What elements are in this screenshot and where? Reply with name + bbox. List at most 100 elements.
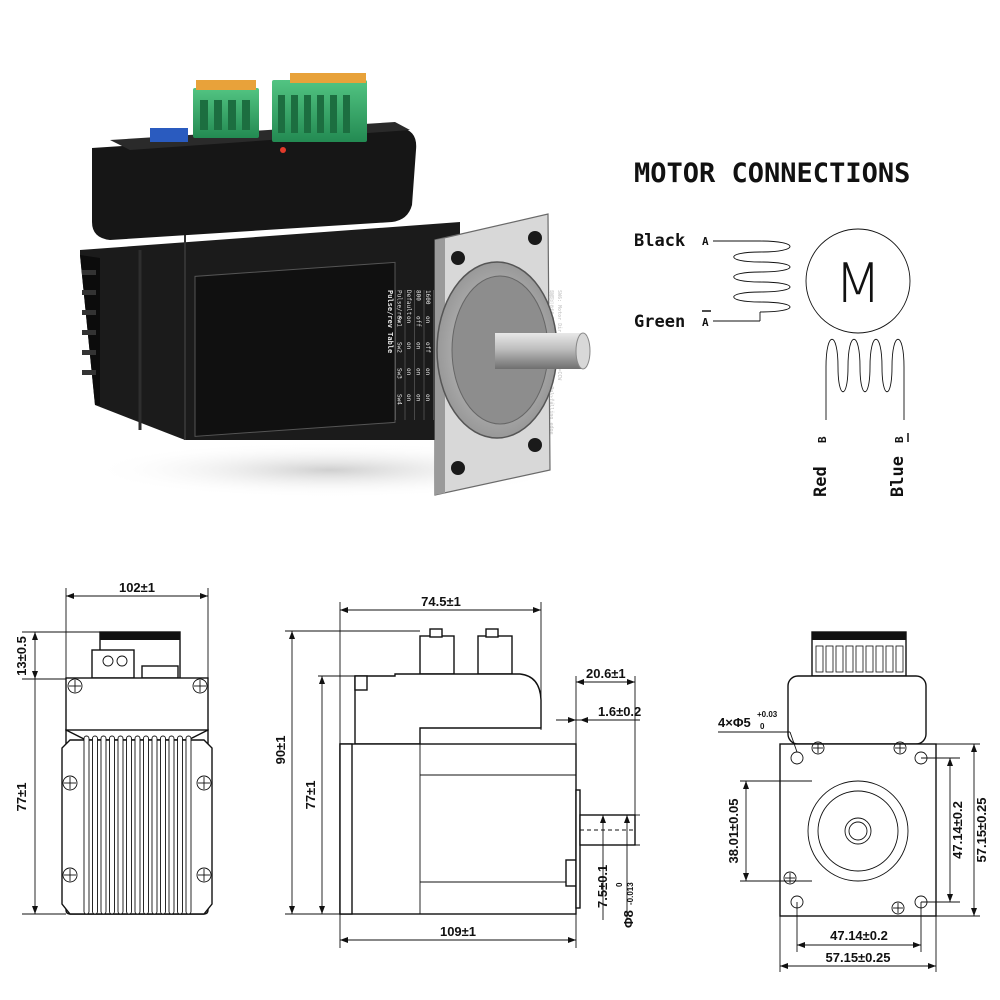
dim-mount-holes-tol-lower: 0 [760, 722, 765, 731]
dim-body-length: 77±1 [14, 783, 29, 812]
pulse-table-cell: on [424, 394, 431, 402]
connector-pin [865, 645, 874, 673]
motor-connections-diagram: MOTOR CONNECTIONS Black A Green A M Red … [634, 158, 911, 497]
dip-switch [150, 128, 188, 142]
terminal-a-bar: A [702, 316, 709, 329]
pulse-table-cell: off [548, 394, 555, 405]
pulse-table-cell: on [415, 342, 422, 350]
fin [117, 735, 124, 915]
pulse-table-cell: on [405, 316, 412, 324]
connector-pin [895, 645, 904, 673]
pulse-table-cell: 40000 [548, 290, 555, 308]
pulse-table-cell: on [424, 368, 431, 376]
fin [143, 735, 149, 915]
pulse-table-cell: off [424, 342, 431, 353]
fin [92, 735, 98, 915]
dim-hole-spacing-h: 47.14±0.2 [830, 928, 888, 943]
connections-title: MOTOR CONNECTIONS [634, 158, 910, 189]
dim-connector-height: 13±0.5 [14, 636, 29, 676]
connector-pin [875, 645, 884, 673]
phase-a-coil [713, 240, 791, 322]
dim-flat-depth: 7.5±0.1 [595, 865, 610, 908]
pulse-table-cell: 1600 [424, 290, 431, 305]
motor-symbol-letter: M [835, 252, 882, 315]
pulse-table-plate [194, 261, 396, 437]
pulse-table-header: Pulse/rev [396, 290, 403, 323]
pulse-table-cell: on [405, 394, 412, 402]
dim-body-height: 77±1 [303, 781, 318, 810]
driver-cover [92, 128, 417, 240]
fin [168, 735, 175, 915]
connector-pin [825, 645, 834, 673]
dim-total-height: 90±1 [273, 736, 288, 765]
fin [185, 735, 192, 915]
terminal-a: A [702, 235, 709, 248]
wire-label-red: Red [811, 466, 831, 497]
pulse-table-cell: on [415, 394, 422, 402]
pulse-table-cell: Default [405, 290, 412, 316]
dim-mount-holes-tol-upper: +0.03 [757, 710, 778, 719]
motor-symbol-circle [805, 228, 911, 334]
connector-pin [885, 645, 894, 673]
fin [83, 735, 90, 915]
wire-label-black: Black [634, 231, 685, 251]
pulse-table-cell: on [405, 342, 412, 350]
terminal-b-bar: B [893, 436, 906, 443]
fin [100, 735, 107, 915]
pulse-table-header: Sw3 [396, 368, 403, 379]
dim-flange-v: 57.15±0.25 [974, 798, 989, 863]
fin [177, 735, 183, 915]
front-view-drawing: 4×Φ5 +0.03 0 38.01±0.05 47.14±0.2 57.15±… [718, 631, 989, 972]
side-view-drawing: 74.5±1 90±1 77±1 [273, 594, 641, 948]
fin [134, 735, 141, 915]
connector-pin [845, 645, 854, 673]
dim-pilot-dia: 38.01±0.05 [726, 799, 741, 864]
connector-pin [855, 645, 864, 673]
pulse-table-cell: on [405, 368, 412, 376]
top-view-fins [83, 735, 192, 915]
phase-b-coil [825, 338, 905, 420]
flange-hole [528, 438, 542, 452]
dim-flange-h: 57.15±0.25 [826, 950, 891, 965]
dim-shaft-dia: Φ8 [621, 910, 636, 928]
pulse-table-header: Sw4 [396, 394, 403, 405]
motor-product-illustration: Pulse/rev Table SW5: off=Pul-ok-rising e… [80, 73, 591, 498]
pulse-table-title: Pulse/rev Table [386, 290, 394, 353]
dim-hole-spacing-v: 47.14±0.2 [950, 801, 965, 859]
top-view-drawing: 102±1 13±0.5 77±1 [14, 580, 213, 915]
dim-shaft-length: 20.6±1 [586, 666, 626, 681]
status-led [280, 147, 286, 153]
dim-top-length: 74.5±1 [421, 594, 461, 609]
connector-pin [835, 645, 844, 673]
terminal-connector-right [272, 73, 367, 142]
fin [151, 735, 158, 915]
cooling-fins [82, 270, 96, 375]
terminal-connector-left [193, 80, 259, 138]
dim-shaft-tol-lower: -0.013 [626, 882, 635, 905]
motor-shaft [495, 333, 583, 369]
flange-hole [451, 461, 465, 475]
dim-width: 102±1 [119, 580, 155, 595]
dim-shaft-tol-upper: 0 [615, 882, 624, 887]
pulse-table-cell: off [415, 316, 422, 327]
dim-mount-holes: 4×Φ5 [718, 715, 751, 730]
fin [109, 735, 115, 915]
pulse-table-cell: on [415, 368, 422, 376]
pulse-table-cell: on [424, 316, 431, 324]
pulse-table-header: Sw1 [396, 316, 403, 327]
fin [160, 735, 166, 915]
dim-total-length: 109±1 [440, 924, 476, 939]
front-view-pins [815, 645, 904, 673]
pulse-table-header: Sw2 [396, 342, 403, 353]
pulse-table-cell: 800 [415, 290, 422, 301]
wire-label-blue: Blue [888, 456, 908, 497]
flange-hole [528, 231, 542, 245]
wire-label-green: Green [634, 312, 685, 332]
fin [126, 735, 132, 915]
flange-hole [451, 251, 465, 265]
connector-pin [815, 645, 824, 673]
dim-boss-depth: 1.6±0.2 [598, 704, 641, 719]
terminal-b: B [816, 436, 829, 443]
